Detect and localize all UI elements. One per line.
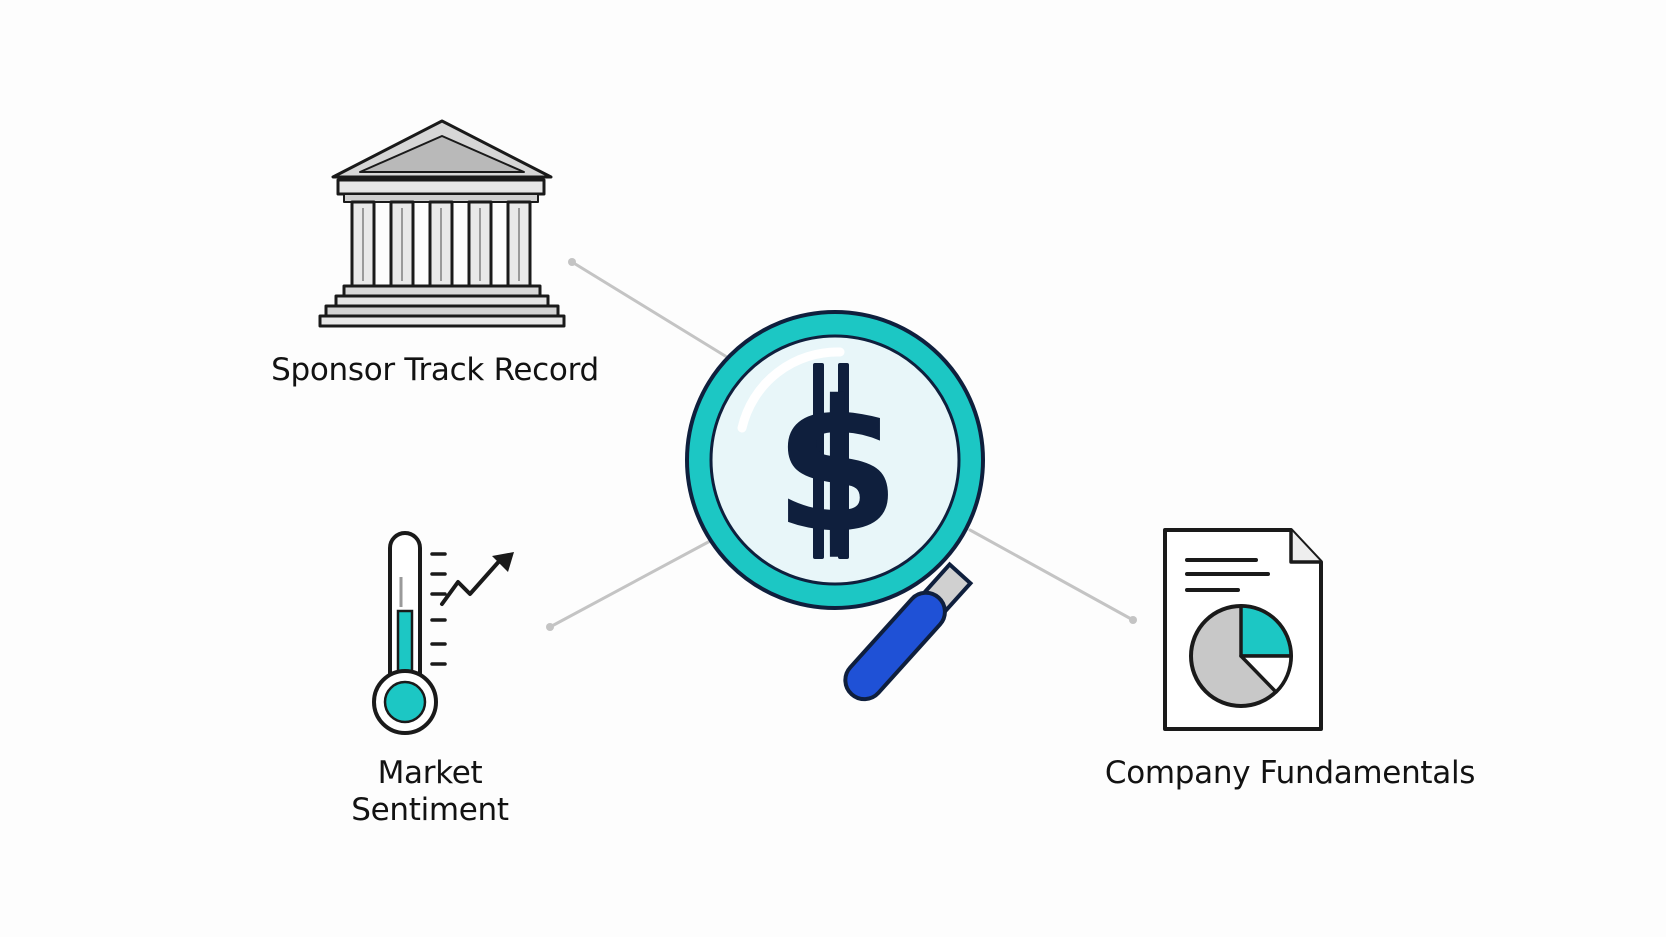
magnifying-glass-dollar-icon: $ <box>685 310 985 702</box>
label-sponsor-text: Sponsor Track Record <box>271 352 599 388</box>
label-sponsor-track-record: Sponsor Track Record <box>240 352 630 389</box>
dollar-symbol: $ <box>774 361 901 573</box>
bank-building-icon <box>318 119 566 328</box>
label-company-fundamentals: Company Fundamentals <box>1050 755 1530 792</box>
connector-company <box>968 528 1135 622</box>
label-market-line2: Sentiment <box>351 792 509 828</box>
connector-sponsor <box>570 260 737 364</box>
connector-lines <box>548 260 1135 629</box>
thermometer-trend-icon <box>372 531 514 735</box>
label-market-line1: Market <box>377 755 483 791</box>
connector-dot-sponsor <box>568 258 576 266</box>
label-company-text: Company Fundamentals <box>1104 755 1476 791</box>
connector-dot-market <box>546 623 554 631</box>
label-market-sentiment: Market Sentiment <box>300 755 560 829</box>
document-pie-chart-icon <box>1163 528 1323 731</box>
connector-market <box>548 538 714 629</box>
connector-dot-company <box>1129 616 1137 624</box>
